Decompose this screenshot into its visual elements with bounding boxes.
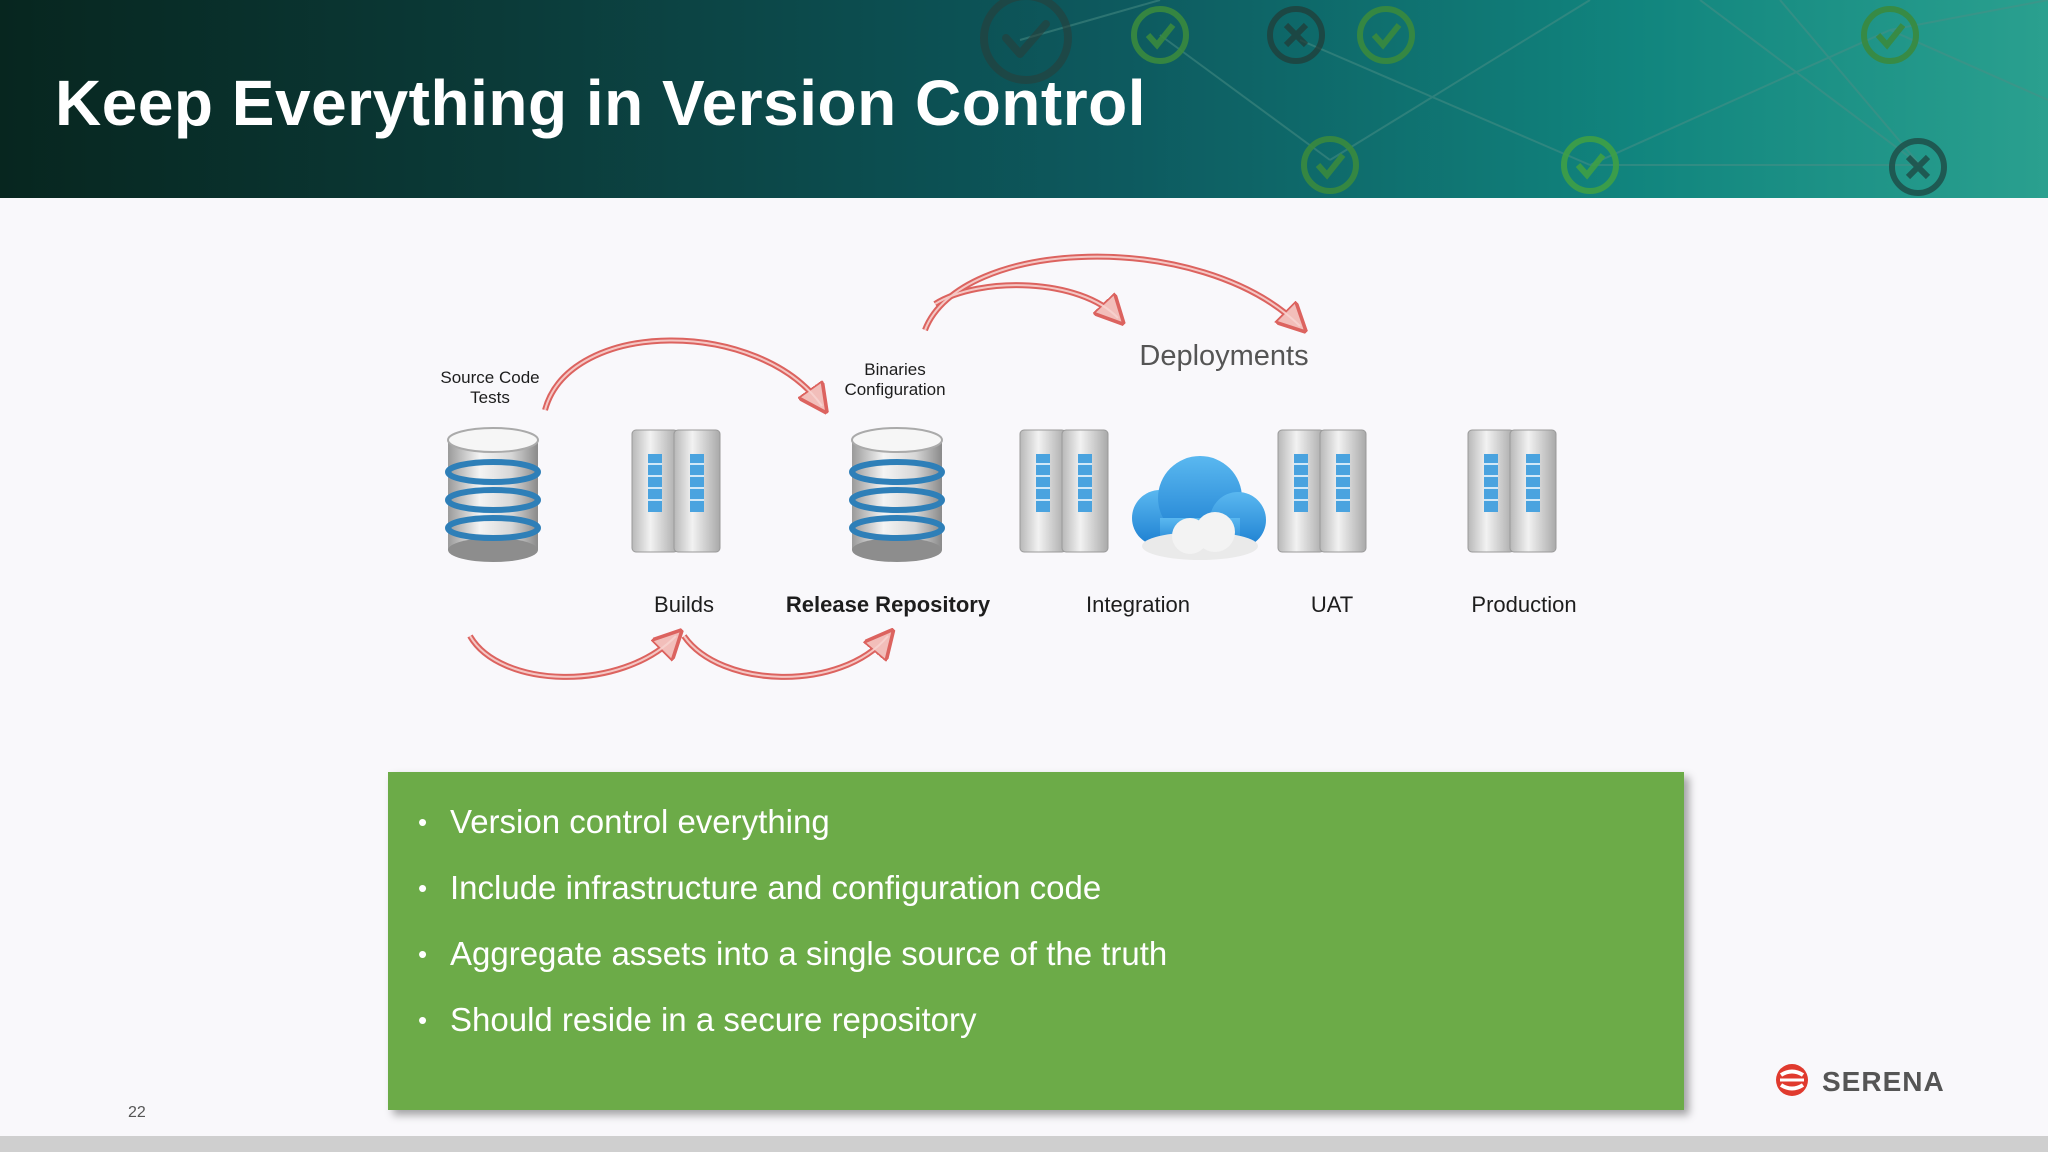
tests-label: Tests bbox=[470, 388, 510, 407]
cloud-icon bbox=[1132, 456, 1266, 560]
database-icon bbox=[849, 427, 945, 562]
deployments-label: Deployments bbox=[1139, 340, 1309, 372]
bullet-item: •Should reside in a secure repository bbox=[418, 1001, 977, 1038]
check-icon bbox=[1561, 136, 1619, 194]
serena-logo-icon bbox=[1776, 1064, 1808, 1096]
configuration-label: Configuration bbox=[844, 380, 946, 399]
check-icon bbox=[1861, 6, 1919, 64]
source-code-label: Source Code bbox=[440, 368, 540, 387]
close-icon bbox=[1267, 6, 1325, 64]
bottom-bar bbox=[0, 1136, 2048, 1152]
pipeline-diagram bbox=[445, 253, 1557, 680]
stage-label-production: Production bbox=[1471, 592, 1577, 617]
check-icon bbox=[980, 0, 1072, 84]
server-icon bbox=[631, 429, 721, 553]
server-icon bbox=[1467, 429, 1557, 553]
header-banner: Keep Everything in Version Control bbox=[0, 0, 2048, 198]
check-icon bbox=[1301, 136, 1359, 194]
bullet-item: •Include infrastructure and configuratio… bbox=[418, 869, 1102, 906]
stage-label-uat: UAT bbox=[1310, 592, 1354, 617]
header-network-graphic bbox=[980, 0, 2048, 196]
bullet-list: •Version control everything •Include inf… bbox=[388, 772, 1684, 1066]
key-points-box: •Version control everything •Include inf… bbox=[388, 772, 1684, 1110]
check-icon bbox=[1357, 6, 1415, 64]
close-icon bbox=[1889, 138, 1947, 196]
page-number: 22 bbox=[128, 1104, 146, 1121]
binaries-configuration-label: Binaries Configuration bbox=[820, 360, 970, 400]
check-icon bbox=[1131, 6, 1189, 64]
database-icon bbox=[445, 427, 541, 562]
bullet-item: •Version control everything bbox=[418, 803, 830, 840]
serena-logo-text: SERENA bbox=[1822, 1066, 1945, 1097]
stage-label-builds: Builds bbox=[654, 592, 714, 617]
serena-logo: SERENA bbox=[1772, 1060, 1962, 1100]
bullet-item: •Aggregate assets into a single source o… bbox=[418, 935, 1168, 972]
stage-label-integration: Integration bbox=[1086, 592, 1190, 617]
server-icon bbox=[1019, 429, 1109, 553]
server-icon bbox=[1277, 429, 1367, 553]
source-code-tests-label: Source Code Tests bbox=[420, 368, 560, 408]
page-title: Keep Everything in Version Control bbox=[55, 67, 1146, 139]
binaries-label: Binaries bbox=[864, 360, 926, 379]
stage-label-release-repository: Release Repository bbox=[785, 592, 991, 617]
